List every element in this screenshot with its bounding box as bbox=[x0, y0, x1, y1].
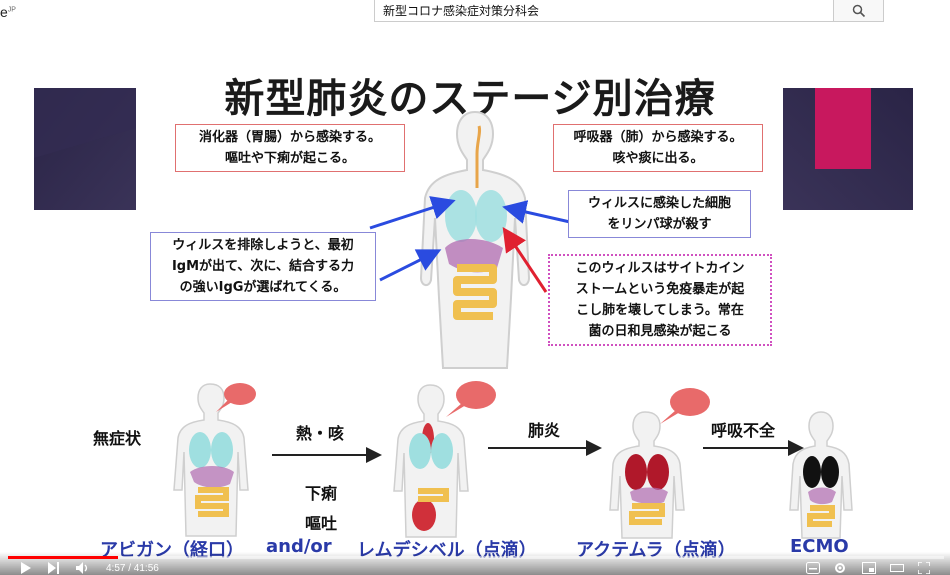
progress-bar[interactable] bbox=[8, 556, 944, 559]
subtitles-icon[interactable] bbox=[806, 562, 820, 574]
arrows-layer bbox=[272, 196, 804, 463]
search-icon bbox=[852, 4, 865, 17]
site-logo[interactable]: eJP bbox=[0, 4, 16, 20]
stage-vomit: 嘔吐 bbox=[305, 514, 338, 533]
search-input[interactable]: 新型コロナ感染症対策分科会 bbox=[374, 0, 834, 22]
stage-figure-asymptomatic bbox=[173, 383, 256, 537]
drug-ecmo: ECMO bbox=[790, 536, 849, 557]
right-decor-panel bbox=[783, 88, 913, 210]
drug-avigan: アビガン（経口） bbox=[100, 540, 244, 561]
lymphocyte-box: ウィルスに感染した細胞 をリンパ球が殺す bbox=[568, 190, 751, 238]
play-icon[interactable] bbox=[20, 562, 32, 574]
stage-respiratory-failure: 呼吸不全 bbox=[711, 421, 776, 440]
stage-fever-cough: 熱・咳 bbox=[296, 424, 345, 443]
video-slide[interactable]: 新型肺炎のステージ別治療 消化器（胃腸）から感染する。 嘔吐や下痢が起こる。 呼… bbox=[0, 30, 950, 575]
search-button[interactable] bbox=[834, 0, 884, 22]
fullscreen-icon[interactable] bbox=[918, 562, 930, 574]
miniplayer-icon[interactable] bbox=[862, 562, 876, 574]
drug-remdesivir: レムデシベル（点滴） bbox=[357, 540, 537, 561]
stage-asymptomatic: 無症状 bbox=[93, 429, 142, 448]
cytokine-storm-box: このウィルスはサイトカイン ストームという免疫暴走が起 こし肺を壊してしまう。常… bbox=[548, 254, 772, 346]
top-bar: eJP 新型コロナ感染症対策分科会 bbox=[0, 0, 950, 31]
stage-pneumonia: 肺炎 bbox=[528, 421, 561, 440]
stage-figure-pneumonia bbox=[609, 388, 710, 539]
theater-icon[interactable] bbox=[890, 562, 904, 574]
drug-actemra: アクテムラ（点滴） bbox=[576, 540, 736, 561]
digestive-infection-box: 消化器（胃腸）から感染する。 嘔吐や下痢が起こる。 bbox=[175, 124, 405, 172]
gear-icon[interactable] bbox=[834, 562, 846, 574]
progress-fill bbox=[8, 556, 119, 559]
stage-figure-respiratory-failure bbox=[789, 411, 853, 539]
stage-figure-fever bbox=[393, 381, 496, 538]
stage-diarrhea: 下痢 bbox=[305, 484, 338, 503]
respiratory-infection-box: 呼吸器（肺）から感染する。 咳や痰に出る。 bbox=[553, 124, 763, 172]
drug-and-or: and/or bbox=[266, 536, 332, 557]
antibody-box: ウィルスを排除しようと、最初 IgMが出て、次に、結合する力 の強いIgGが選ば… bbox=[150, 232, 376, 301]
next-icon[interactable] bbox=[48, 562, 60, 574]
time-display: 4:57 / 41:56 bbox=[106, 563, 159, 574]
volume-icon[interactable] bbox=[76, 562, 90, 574]
left-decor-panel bbox=[34, 88, 136, 210]
